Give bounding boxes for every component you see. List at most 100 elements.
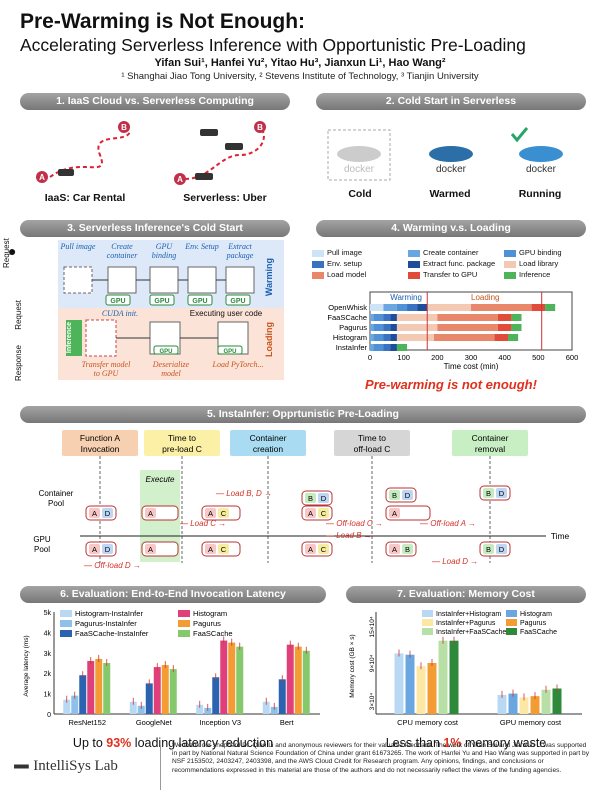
transfer-arrow-label: — Off-load C → (325, 519, 383, 528)
gpu-pool-label: GPU (33, 535, 51, 544)
authors: Yifan Sui¹, Hanfei Yu², Yitao Hu³, Jianx… (154, 57, 446, 69)
phase-box (230, 430, 306, 456)
latency-bar (169, 669, 177, 714)
bar-segment (373, 334, 384, 341)
phase-label: Function A (80, 433, 120, 443)
state-cold: Cold (348, 188, 372, 200)
function-letter: C (221, 509, 227, 518)
category-label: GPU memory cost (500, 718, 562, 727)
phase-label: removal (475, 444, 505, 454)
lab-logo: ▬▬ IntelliSys Lab (14, 758, 118, 774)
bar-segment (497, 314, 512, 321)
region-label-loading: Loading (471, 293, 499, 302)
y-tick-label: 0 (47, 712, 51, 719)
x-tick-label: 200 (431, 353, 444, 362)
function-tile (218, 508, 229, 518)
latency-bar (161, 665, 169, 714)
legend-label: Pagurus (520, 620, 547, 627)
latency-bar (204, 707, 212, 714)
serverless-caption: Serverless: Uber (183, 192, 267, 204)
function-tile (305, 493, 316, 503)
poster-subtitle: Accelerating Serverless Inference with O… (20, 35, 526, 55)
gpu-tag: GPU (159, 349, 172, 355)
container-pool-label: Container (39, 489, 74, 498)
category-label: CPU memory cost (397, 718, 459, 727)
function-letter: D (405, 491, 411, 500)
memory-bar (394, 653, 404, 714)
bar-segment (370, 334, 374, 341)
latency-bar (236, 646, 244, 714)
function-tile (102, 544, 113, 554)
warming-flow: GPU GPU GPU GPU (63, 266, 255, 306)
transfer-arrow-label: — Off-load D → (83, 561, 141, 570)
function-letter: D (321, 494, 327, 503)
function-tile (218, 544, 229, 554)
function-tile (389, 544, 400, 554)
latency-bar (129, 701, 137, 714)
bar-segment (511, 324, 522, 331)
bar-segment (471, 304, 532, 311)
affiliations: ¹ Shanghai Jiao Tong University, ² Steve… (121, 71, 479, 82)
latency-bar (137, 705, 145, 714)
docker-label: docker (526, 164, 557, 175)
phase-label: off-load C (354, 444, 391, 454)
step-transfer-model: Transfer model to GPU (81, 360, 131, 378)
car-icon (200, 129, 218, 136)
bar-segment (370, 344, 374, 351)
gpu-tag: GPU (110, 298, 125, 305)
legend-label: Pagurus-InstaInfer (75, 619, 137, 628)
memory-bar (508, 693, 518, 714)
phase-box (452, 430, 528, 456)
cold-frame (327, 129, 391, 181)
legend-item: Env. setup (312, 259, 362, 268)
category-label: Pagurus (339, 323, 367, 332)
bar-segment (396, 314, 438, 321)
function-letter: A (148, 509, 153, 518)
function-tile (402, 490, 413, 500)
function-letter: C (221, 545, 227, 554)
state-warmed: Warmed (429, 188, 471, 200)
car-icon (225, 143, 243, 150)
execute-label: Execute (146, 475, 175, 484)
memory-bar (438, 640, 448, 714)
memory-caption: Less than 1% memory waste (385, 736, 547, 750)
category-label: GoogleNet (136, 718, 173, 727)
memory-bar (449, 640, 459, 714)
function-tile (318, 544, 329, 554)
car-icon (195, 173, 213, 180)
legend-item: Pull image (312, 248, 362, 257)
x-axis-label: Time cost (min) (444, 362, 499, 371)
function-letter: B (308, 494, 313, 503)
function-letter: D (499, 545, 505, 554)
latency-bar (212, 677, 220, 714)
car-icon (58, 169, 74, 176)
category-label: OpenWhisk (328, 303, 367, 312)
function-letter: D (499, 489, 505, 498)
bar-segment (383, 324, 391, 331)
bar-segment (494, 334, 509, 341)
docker-label: docker (436, 164, 467, 175)
latency-bar (302, 650, 310, 714)
phase-box (62, 430, 138, 456)
x-tick-label: 0 (368, 353, 372, 362)
footer-divider (160, 745, 161, 790)
function-tile (483, 544, 494, 554)
y-tick-label: 3×10⁴ (369, 693, 376, 711)
legend-label: InstaInfer+FaaSCache (436, 629, 506, 636)
legend-swatch (506, 610, 517, 617)
legend-swatch (422, 628, 433, 635)
legend-swatch (178, 610, 190, 617)
latency-bar (228, 642, 236, 714)
function-tile (389, 508, 400, 518)
y-tick-label: 5k (44, 610, 52, 617)
step-pull-image: Pull image (60, 242, 96, 251)
y-tick-label: 2k (44, 671, 52, 678)
function-letter: B (486, 489, 491, 498)
bar-segment (437, 314, 498, 321)
poster-title: Pre-Warming is Not Enough: (20, 10, 306, 33)
bar-segment (390, 344, 397, 351)
legend-label: Histogram (520, 611, 552, 618)
